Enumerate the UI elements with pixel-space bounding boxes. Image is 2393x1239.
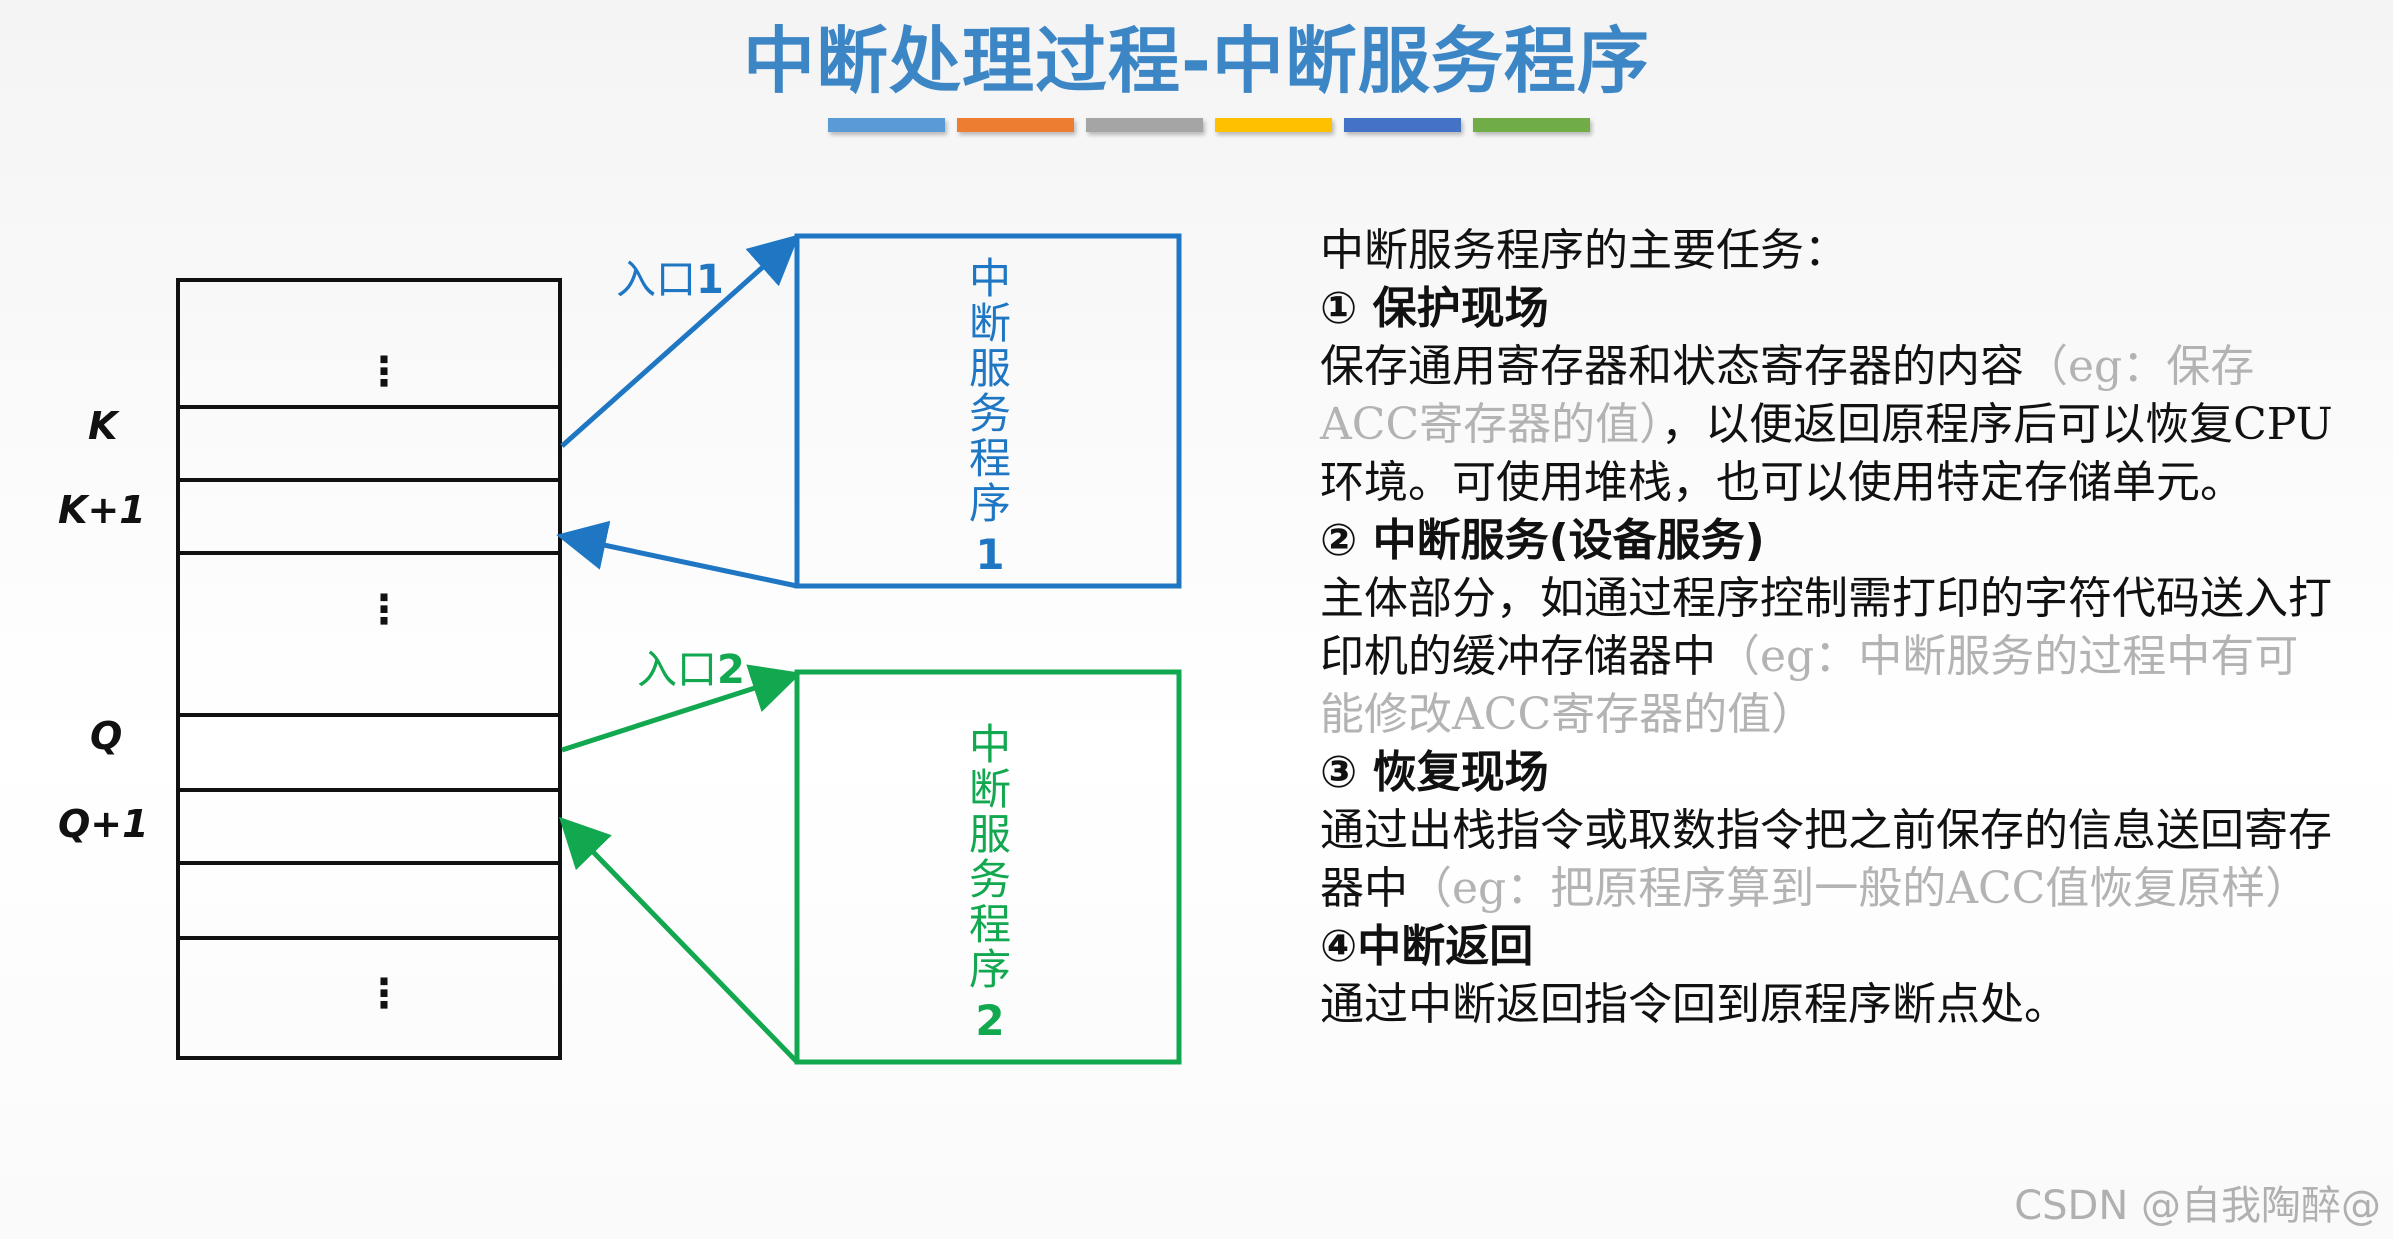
address-label-k: K <box>88 404 118 448</box>
routine1-number: 1 <box>975 530 1005 579</box>
color-bar <box>1344 118 1461 132</box>
ellipsis-mark: ⋮ <box>364 349 404 395</box>
color-bar <box>1215 118 1332 132</box>
footer-credit: CSDN @自我陶醉@ <box>2014 1183 2381 1229</box>
routine2-char: 服 <box>968 810 1011 859</box>
color-bar <box>828 118 945 132</box>
color-bar <box>1473 118 1590 132</box>
entry1-prefix: 入口 <box>616 257 696 303</box>
routine1-char: 务 <box>968 389 1011 438</box>
routine1-char: 断 <box>968 299 1011 348</box>
routine2-char: 程 <box>968 900 1011 949</box>
routine2-char: 务 <box>968 855 1011 904</box>
ellipsis-mark: ⋮ <box>364 971 404 1017</box>
entry2-prefix: 入口 <box>637 647 717 693</box>
section2-body: 主体部分，如通过程序控制需打印的字符代码送入打印机的缓冲存储器中（eg：中断服务… <box>1320 570 2340 744</box>
routine2-char: 断 <box>968 765 1011 814</box>
section2-text: 主体部分，如通过程序控制需打印的字符代码送入打印机的缓冲存储器中 <box>1320 573 2332 682</box>
routine2-box <box>794 669 1182 1065</box>
routine2-char: 中 <box>968 720 1011 769</box>
section1-note: （eg：保存ACC寄存器的值） <box>1320 341 2255 450</box>
section3-note: （eg：把原程序算到一般的ACC值恢复原样） <box>1408 863 2310 914</box>
section2-heading: ② 中断服务(设备服务) <box>1320 515 1765 566</box>
routine2-label: 中 断 服 务 程 序 2 <box>960 722 1020 1043</box>
routine2-char: 序 <box>968 945 1011 994</box>
arrow-to-routine1 <box>560 234 800 448</box>
section3-body: 通过出栈指令或取数指令把之前保存的信息送回寄存器中（eg：把原程序算到一般的AC… <box>1320 802 2340 918</box>
color-bar <box>1086 118 1203 132</box>
memory-outline <box>176 278 562 1060</box>
section1-body: 保存通用寄存器和状态寄存器的内容（eg：保存ACC寄存器的值），以便返回原程序后… <box>1320 338 2340 512</box>
arrow-return-routine2 <box>559 816 799 1064</box>
routine2-number: 2 <box>975 996 1005 1045</box>
section4-heading: ④中断返回 <box>1320 921 1534 972</box>
address-label-q: Q <box>90 714 123 758</box>
color-bar-strip <box>828 118 1590 132</box>
routine1-char: 中 <box>968 254 1011 303</box>
color-bar <box>957 118 1074 132</box>
address-label-k1: K+1 <box>58 488 146 532</box>
section2-note: （eg：中断服务的过程中有可能修改ACC寄存器的值） <box>1320 631 2299 740</box>
routine1-char: 服 <box>968 344 1011 393</box>
routine1-char: 序 <box>968 479 1011 528</box>
section1-text-cont: ，以便返回原程序后可以恢复CPU环境。可使用堆栈，也可以使用特定存储单元。 <box>1320 399 2333 508</box>
entry2-number: 2 <box>717 647 745 693</box>
section1-heading: ① 保护现场 <box>1320 283 1549 334</box>
arrow-return-routine1 <box>556 520 798 589</box>
section3-text: 通过出栈指令或取数指令把之前保存的信息送回寄存器中 <box>1320 805 2332 914</box>
routine1-box <box>794 233 1182 589</box>
section3-heading: ③ 恢复现场 <box>1320 747 1549 798</box>
arrow-to-routine2 <box>561 664 802 753</box>
entry2-label: 入口2 <box>637 637 745 695</box>
routine1-label: 中 断 服 务 程 序 1 <box>960 256 1020 577</box>
section4-body: 通过中断返回指令回到原程序断点处。 <box>1320 979 2068 1030</box>
entry1-number: 1 <box>696 257 724 303</box>
address-label-q1: Q+1 <box>58 802 149 846</box>
task-description: 中断服务程序的主要任务： ① 保护现场 保存通用寄存器和状态寄存器的内容（eg：… <box>1320 222 2340 1034</box>
intro-text: 中断服务程序的主要任务： <box>1320 225 1848 276</box>
memory-column <box>176 278 562 1060</box>
entry1-label: 入口1 <box>616 247 724 305</box>
page-title: 中断处理过程-中断服务程序 <box>743 19 1650 103</box>
ellipsis-mark: ⋮ <box>364 587 404 633</box>
section1-text: 保存通用寄存器和状态寄存器的内容 <box>1320 341 2024 392</box>
routine1-char: 程 <box>968 434 1011 483</box>
